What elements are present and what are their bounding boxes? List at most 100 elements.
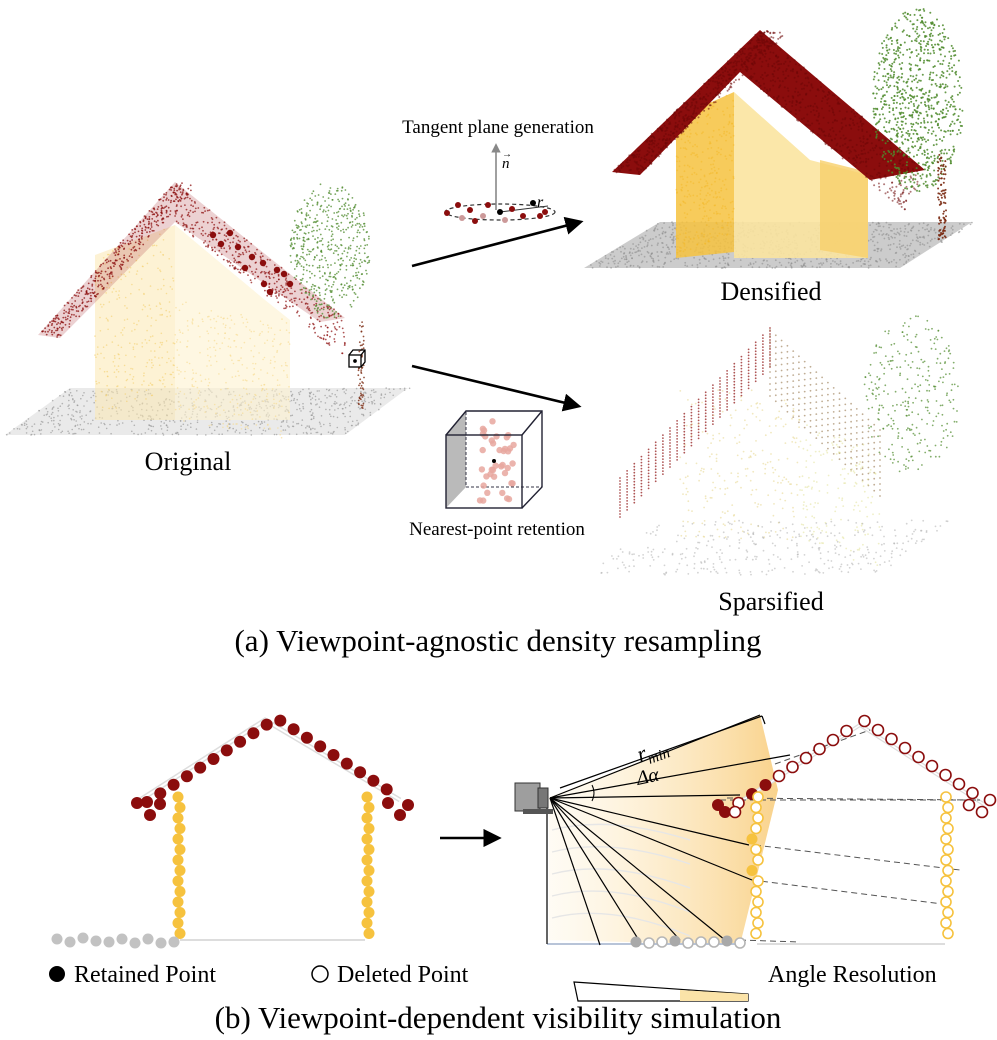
cloud-point [141,342,143,344]
cloud-point [641,166,643,168]
cloud-point [765,53,767,55]
cloud-point [51,420,53,422]
cloud-point [775,55,777,57]
cloud-point [328,304,330,306]
cloud-point [244,240,246,242]
cloud-point [177,197,179,199]
cloud-point [375,391,377,393]
cloud-point [228,260,230,262]
cloud-point [144,306,146,308]
cloud-point [234,259,236,261]
cloud-point [702,202,704,204]
cloud-point [820,86,822,88]
cloud-point [700,169,702,171]
cloud-point [59,420,61,422]
cloud-point [309,411,311,413]
cloud-point [335,244,337,246]
cloud-point [320,206,322,208]
cloud-point [182,191,184,193]
cloud-point [346,269,348,271]
cloud-point [350,245,352,247]
cloud-point [127,240,129,242]
cloud-point [138,239,140,241]
cloud-point [216,361,218,363]
cloud-point [738,55,740,57]
cloud-point [795,104,797,106]
cloud-point [644,246,646,248]
cloud-point [315,305,317,307]
cloud-point [791,263,793,265]
cloud-point [149,216,151,218]
cloud-point [87,423,89,425]
cloud-point [872,176,874,178]
cloud-point [726,95,728,97]
cloud-point [878,172,880,174]
cloud-point [142,266,144,268]
cloud-point [236,334,238,336]
cloud-point [60,334,62,336]
cloud-point [238,253,240,255]
cloud-point [322,313,324,315]
cloud-point [240,254,242,256]
cloud-point [795,109,797,111]
cloud-point [849,149,851,151]
cloud-point [53,420,55,422]
cloud-point [707,182,709,184]
cloud-point [224,332,226,334]
cloud-point [328,244,330,246]
tangent-point [472,218,478,224]
cloud-point [716,153,718,155]
cloud-point [173,200,175,202]
cloud-point [185,197,187,199]
cloud-point [638,173,640,175]
cloud-point [120,279,122,281]
cloud-point [250,279,252,281]
cloud-point [175,409,177,411]
cloud-point [813,109,815,111]
cloud-point [861,129,863,131]
cloud-point [68,302,70,304]
cloud-point [202,235,204,237]
cloud-point [650,141,652,143]
cloud-point [820,128,822,130]
cloud-point [312,235,314,237]
cloud-point [354,254,356,256]
cloud-point [733,81,735,83]
cloud-point [710,92,712,94]
cloud-point [686,105,688,107]
cloud-point [209,382,211,384]
cloud-point [853,113,855,115]
cloud-point [351,306,353,308]
cloud-point [694,144,696,146]
cloud-point [90,292,92,294]
cloud-point [319,229,321,231]
cloud-point [907,231,909,233]
cloud-point [311,273,313,275]
cloud-point [844,138,846,140]
cloud-point [347,288,349,290]
cloud-point [344,284,346,286]
cloud-point [308,214,310,216]
cloud-point [247,246,249,248]
cloud-point [239,432,241,434]
cloud-point [777,77,779,79]
cloud-point [187,346,189,348]
cloud-point [666,253,668,255]
cloud-point [151,362,153,364]
cloud-point [275,295,277,297]
cloud-point [109,301,111,303]
cloud-point [286,374,288,376]
cloud-point [310,403,312,405]
cloud-point [92,391,94,393]
cloud-point [830,135,832,137]
cloud-point [728,214,730,216]
cloud-point [710,80,712,82]
cloud-point [192,323,194,325]
voxel-point [508,480,514,486]
cloud-point [590,264,592,266]
cloud-point [665,231,667,233]
cloud-point [787,55,789,57]
cloud-point [184,393,186,395]
cloud-point [168,358,170,360]
